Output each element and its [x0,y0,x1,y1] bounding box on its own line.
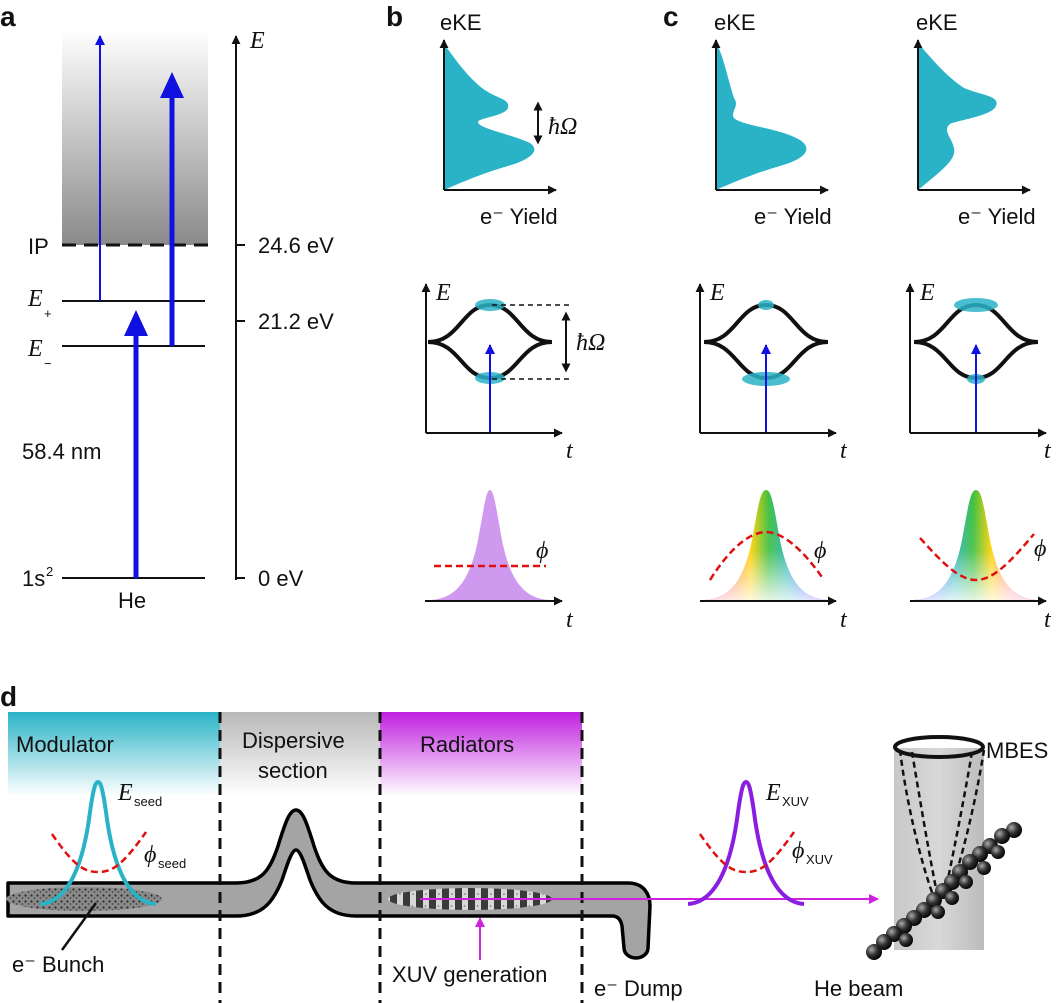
photoelectron-spectrum-c2 [918,44,997,190]
mbes-entrance [893,735,985,759]
dressed-e-label: E [709,280,725,306]
dispersive-label-2: section [258,758,328,783]
eke-label: eKE [714,10,756,35]
seed-phase-curve [50,831,148,874]
xuv-phase-curve [698,831,796,874]
beam-pipe [6,808,652,960]
wavelength-label: 58.4 nm [22,439,102,464]
dressed-e-label: E [435,280,451,306]
upper-population [758,300,774,310]
phase-label: ϕ [1034,536,1046,562]
panel-label-b: b [386,1,403,32]
yield-label: e⁻ Yield [480,204,558,229]
seed-phase-label: ϕ [144,842,156,868]
he-beam-atoms [866,822,1022,960]
zero-energy-label: 0 eV [258,566,304,591]
photoelectron-spectrum-split [444,46,535,190]
e-minus-label: E [27,336,43,362]
time-label: t [840,607,848,633]
time-label: t [840,438,848,464]
xuv-field-label: E [765,780,781,806]
time-label: t [1044,607,1052,633]
dispersive-section [220,712,380,796]
ground-superscript: 2 [46,564,53,579]
radiators-label: Radiators [420,732,514,757]
bunch-label: e⁻ Bunch [12,952,104,977]
panel-label-c: c [663,1,679,32]
yield-label: e⁻ Yield [958,204,1036,229]
bunch-pointer [60,902,98,951]
phase-label: ϕ [814,538,826,564]
dump-label: e⁻ Dump [594,976,683,1001]
panel-b: b eKE e⁻ Yield ħΩ E t ħΩ ϕ t [386,1,605,633]
ip-energy-label: 24.6 eV [258,233,334,258]
upper-population [954,298,998,312]
phase-curve-convex [919,533,1035,582]
yield-label: e⁻ Yield [754,204,832,229]
xuv-generation-label: XUV generation [392,962,547,987]
seed-pulse-envelope [39,779,157,906]
radiators-section [380,712,582,796]
arrowhead [160,72,184,98]
panel-label-a: a [0,1,16,32]
eke-label: eKE [916,10,958,35]
upper-population [475,299,505,311]
he-beam-label: He beam [814,976,903,1001]
upper-dressed-state [703,302,829,344]
panel-c: c eKE e⁻ Yield eKE e⁻ Yield E t E t [663,1,1052,633]
pulse-fade [702,490,830,600]
panel-d: d Modulator Dispersive section Radiators… [0,681,1048,1003]
splitting-label: ħΩ [548,114,577,140]
mbes-label: MBES [986,738,1048,763]
ip-label: IP [28,234,49,259]
xuv-field-subscript: XUV [782,794,809,809]
phase-label: ϕ [536,538,548,564]
dispersive-label-1: Dispersive [242,728,345,753]
pulse-envelope [428,490,552,600]
seed-field-subscript: seed [134,794,162,809]
arrowhead [124,310,148,336]
modulator-label: Modulator [16,732,114,757]
e-plus-subscript: + [44,306,52,321]
seed-field-label: E [117,780,133,806]
continuum-shading [62,30,208,245]
ground-label: 1s [22,566,45,591]
panel-a: a IP E + E − 58.4 nm 1s 2 He E 24.6 eV 2… [0,1,334,613]
panel-label-d: d [0,681,17,712]
modulator-section [8,712,220,796]
time-label: t [566,438,574,464]
seed-phase-subscript: seed [158,856,186,871]
dressed-e-label: E [919,280,935,306]
resonance-energy-label: 21.2 eV [258,309,334,334]
eke-label: eKE [440,10,482,35]
time-label: t [566,607,574,633]
pulse-fade [912,490,1040,600]
photoelectron-spectrum-c1 [716,44,807,190]
phase-curve-concave [708,530,826,581]
xuv-phase-subscript: XUV [806,852,833,867]
e-plus-label: E [27,286,43,312]
xuv-pulse-envelope [687,779,805,906]
xuv-phase-label: ϕ [792,838,804,864]
energy-axis-label: E [249,28,265,54]
splitting-label: ħΩ [576,330,605,356]
atom-label: He [118,588,146,613]
e-minus-subscript: − [44,356,52,371]
time-label: t [1044,438,1052,464]
